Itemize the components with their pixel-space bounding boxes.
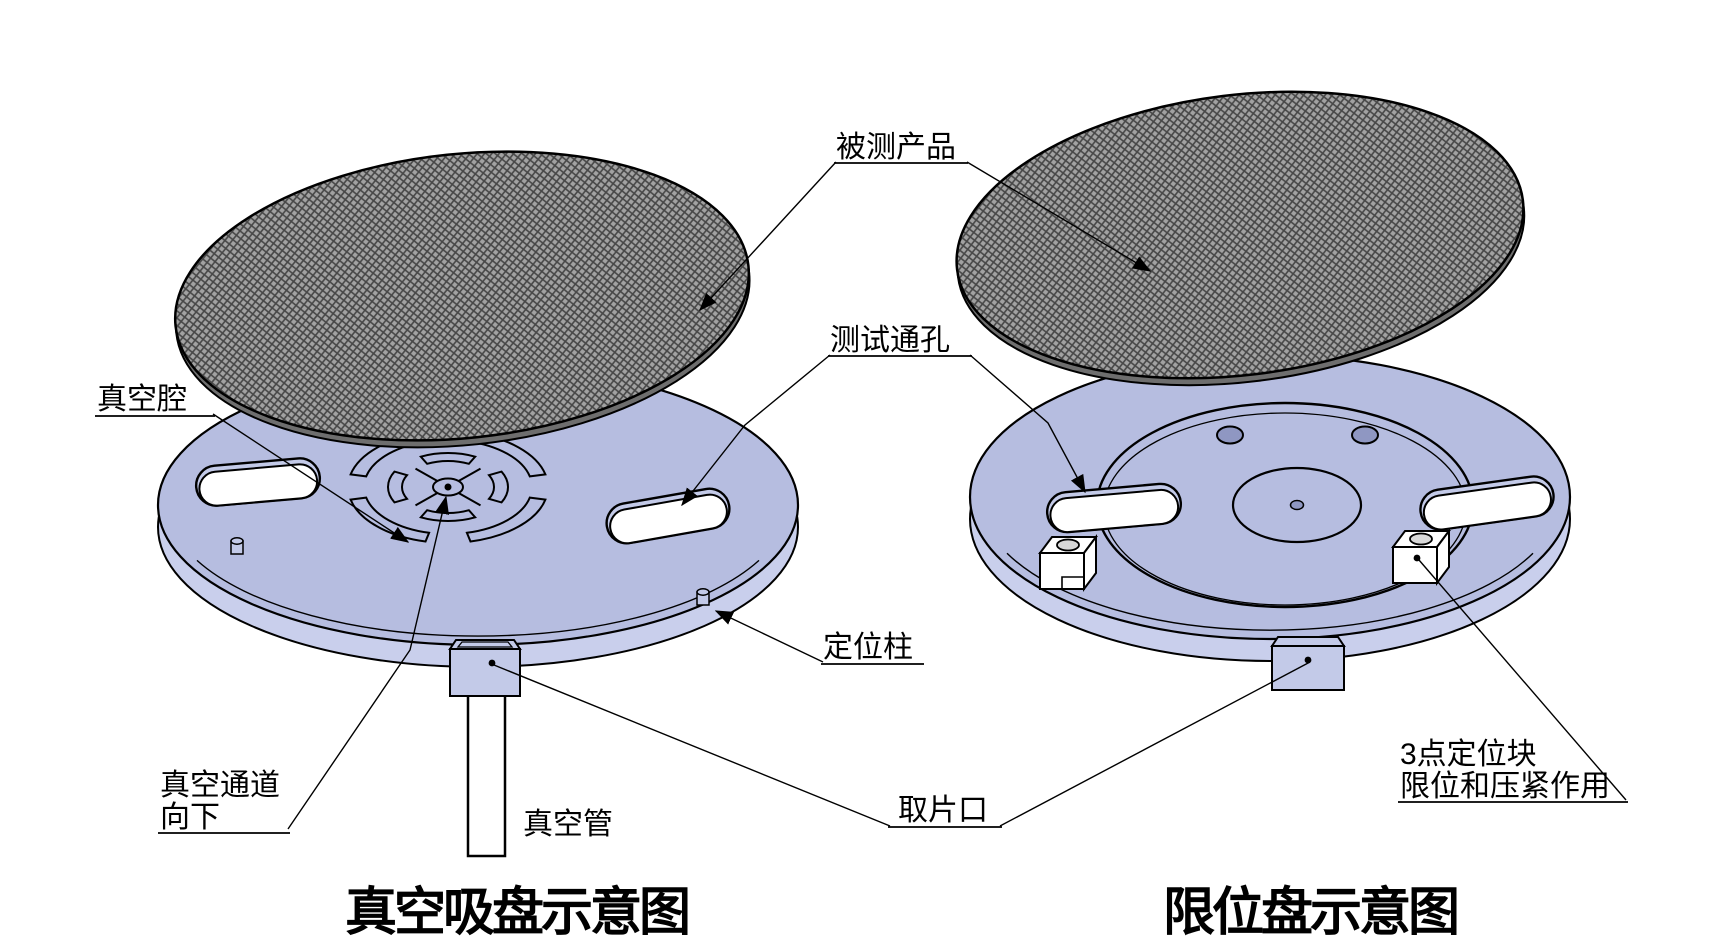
leader-test-hole-left (681, 354, 831, 507)
product-under-test-label: 被测产品 (836, 131, 956, 164)
limit-plate-assembly (955, 90, 1572, 691)
chuck-pick-opening-tab (448, 639, 522, 697)
three-point-block-label-line1: 3点定位块 (1400, 738, 1537, 771)
leader-dot (1413, 554, 1421, 562)
left-diagram-title: 真空吸盘示意图 (345, 884, 688, 942)
leader-dot (488, 659, 496, 667)
limit-plate-bevel-line (1006, 552, 1534, 631)
leader-pick-opening-right (999, 661, 1311, 827)
vacuum-channel-label-line1: 真空通道 (160, 769, 280, 802)
positioning-pin-label: 定位柱 (823, 631, 913, 664)
right-diagram-title: 限位盘示意图 (1163, 884, 1457, 942)
leader-product-left (699, 161, 837, 312)
limit-pick-opening-tab (1270, 636, 1346, 691)
leader-positioning-pin (714, 610, 824, 663)
positioning-pin-left (230, 537, 244, 555)
leader-product-right (966, 161, 1152, 272)
leader-vacuum-channel (287, 495, 449, 830)
leader-pick-opening-left (493, 664, 891, 827)
limit-slot-left (1045, 482, 1183, 534)
vacuum-tube (466, 692, 507, 858)
leader-test-hole-right (969, 354, 1086, 494)
limit-plate-center-boss (1231, 466, 1363, 544)
leader-three-point-block (1418, 559, 1627, 801)
positioning-pin-right (696, 588, 710, 606)
leader-lines (212, 161, 1627, 830)
limit-plate-hole-left (1216, 425, 1244, 445)
chuck-slot-right (605, 487, 731, 545)
limit-plate-center-hole (1289, 499, 1305, 511)
test-through-hole-label: 测试通孔 (830, 324, 950, 357)
three-point-block-label-line2: 限位和压紧作用 (1400, 770, 1610, 803)
three-point-block-right (1391, 528, 1451, 586)
limit-slot-right (1419, 475, 1555, 531)
vacuum-chuck-assembly (156, 150, 800, 858)
leader-vacuum-cavity (212, 413, 410, 543)
wafer-left (173, 150, 751, 449)
vacuum-cavity-label: 真空腔 (97, 383, 187, 416)
vacuum-channel-label-line2: 向下 (160, 801, 220, 834)
vacuum-tube-label: 真空管 (523, 808, 613, 841)
chuck-slot-left (194, 457, 322, 507)
three-point-block-left (1038, 534, 1098, 592)
pick-opening-label: 取片口 (898, 794, 988, 827)
text-labels: 真空腔 被测产品 测试通孔 定位柱 真空通道 向下 真空管 取片口 3点定位块 … (95, 131, 1628, 841)
limit-plate-hole-right (1351, 425, 1379, 445)
wafer-right (955, 90, 1526, 387)
